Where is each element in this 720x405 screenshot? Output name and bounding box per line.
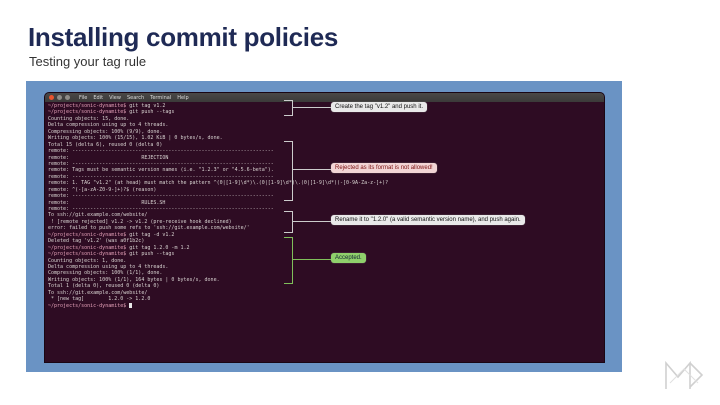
terminal-line: Compressing objects: 100% (9/9), done.: [48, 129, 601, 135]
minimize-icon[interactable]: [57, 95, 62, 100]
terminal-text: Writing objects: 100% (15/15), 1.02 KiB …: [48, 135, 223, 142]
terminal-text: Total 1 (delta 0), reused 0 (delta 0): [48, 283, 160, 290]
terminal-text: Counting objects: 15, done.: [48, 115, 130, 122]
callout-create: Create the tag "v1.2" and push it.: [331, 102, 427, 112]
terminal-text: Compressing objects: 100% (1/1), done.: [48, 270, 163, 277]
terminal-text: Delta compression using up to 4 threads.: [48, 122, 169, 129]
callout-connector: [292, 259, 332, 260]
terminal-line: Writing objects: 100% (1/1), 164 bytes |…: [48, 277, 601, 283]
terminal-text: Delta compression using up to 4 threads.: [48, 263, 169, 270]
terminal-text: Deleted tag 'v1.2' (was a0f1b2c): [48, 238, 145, 245]
terminal-line: remote: --------------------------------…: [48, 193, 601, 199]
terminal-cursor: [129, 302, 133, 308]
callout-bracket: [284, 211, 293, 233]
terminal-line: Delta compression using up to 4 threads.: [48, 264, 601, 270]
callout-connector: [292, 221, 332, 222]
terminal-text: remote: --------------------------------…: [48, 206, 274, 212]
terminal-line: * [new tag] 1.2.0 -> 1.2.0: [48, 296, 601, 302]
terminal-titlebar[interactable]: File Edit View Search Terminal Help: [45, 93, 604, 102]
terminal-line: remote: Tags must be semantic version na…: [48, 167, 601, 173]
callout-rename: Rename it to "1.2.0" (a valid semantic v…: [331, 215, 525, 225]
menu-file[interactable]: File: [79, 94, 88, 101]
terminal-text: remote: 1. TAG "v1.2" (at head) must mat…: [48, 180, 389, 187]
terminal-text: * [new tag] 1.2.0 -> 1.2.0: [48, 296, 151, 303]
terminal-menubar: File Edit View Search Terminal Help: [79, 95, 189, 101]
maximize-icon[interactable]: [65, 95, 70, 100]
terminal-line: ~/projects/sonic-dynamite$: [48, 302, 601, 309]
terminal-line: ~/projects/sonic-dynamite$ git tag v1.2: [48, 103, 601, 109]
terminal-text: To ssh://git.example.com/website/: [48, 212, 148, 219]
terminal-line: remote: RULES.SH: [48, 200, 601, 206]
terminal-text: remote: --------------------------------…: [48, 148, 274, 155]
terminal-output[interactable]: ~/projects/sonic-dynamite$ git tag v1.2~…: [45, 102, 604, 310]
slide-subtitle: Testing your tag rule: [29, 54, 147, 69]
terminal-line: remote: 1. TAG "v1.2" (at head) must mat…: [48, 180, 601, 186]
close-icon[interactable]: [49, 95, 54, 100]
menu-terminal[interactable]: Terminal: [150, 94, 172, 101]
terminal-line: Writing objects: 100% (15/15), 1.02 KiB …: [48, 135, 601, 141]
terminal-line: ~/projects/sonic-dynamite$ git push --ta…: [48, 109, 601, 115]
callout-bracket: [284, 141, 293, 201]
terminal-text: Counting objects: 1, done.: [48, 257, 127, 264]
menu-view[interactable]: View: [109, 94, 121, 101]
terminal-line: To ssh://git.example.com/website/: [48, 212, 601, 218]
terminal-text: remote: --------------------------------…: [48, 160, 274, 167]
terminal-text: git tag 1.2.0 -m 1.2: [126, 244, 190, 251]
terminal-text: remote: RULES.SH: [48, 199, 166, 206]
terminal-text: Compressing objects: 100% (9/9), done.: [48, 128, 163, 135]
shell-prompt: ~/projects/sonic-dynamite$: [48, 251, 127, 258]
terminal-line: ~/projects/sonic-dynamite$ git push --ta…: [48, 251, 601, 257]
terminal-line: remote: --------------------------------…: [48, 206, 601, 212]
shell-prompt: ~/projects/sonic-dynamite$: [48, 231, 127, 238]
terminal-text: error: failed to push some refs to 'ssh:…: [48, 225, 250, 232]
terminal-text: remote: Tags must be semantic version na…: [48, 167, 274, 174]
terminal-line: remote: --------------------------------…: [48, 174, 601, 180]
callout-bracket: [284, 100, 293, 116]
terminal-text: git tag v1.2: [126, 103, 166, 109]
terminal-text: git push --tags: [126, 109, 175, 116]
terminal-line: remote: ^(-[a-zA-Z0-9-]+)?$ (reason): [48, 187, 601, 193]
terminal-text: git tag -d v1.2: [126, 231, 175, 238]
terminal-line: Counting objects: 15, done.: [48, 116, 601, 122]
terminal-line: Delta compression using up to 4 threads.: [48, 122, 601, 128]
terminal-line: Total 1 (delta 0), reused 0 (delta 0): [48, 283, 601, 289]
terminal-text: remote: REJECTION: [48, 154, 169, 161]
menu-search[interactable]: Search: [126, 94, 145, 101]
menu-edit[interactable]: Edit: [93, 94, 104, 101]
terminal-line: error: failed to push some refs to 'ssh:…: [48, 225, 601, 231]
terminal-line: Counting objects: 1, done.: [48, 258, 601, 264]
callout-bracket: [284, 237, 293, 284]
terminal-line: To ssh://git.example.com/website/: [48, 290, 601, 296]
callout-accepted: Accepted.: [331, 253, 366, 263]
terminal-text: remote: --------------------------------…: [48, 173, 274, 180]
terminal-line: remote: REJECTION: [48, 155, 601, 161]
terminal-line: remote: --------------------------------…: [48, 148, 601, 154]
slide-title: Installing commit policies: [28, 22, 339, 52]
terminal-line: ~/projects/sonic-dynamite$ git tag -d v1…: [48, 232, 601, 238]
terminal-line: ~/projects/sonic-dynamite$ git tag 1.2.0…: [48, 245, 601, 251]
menu-help[interactable]: Help: [177, 94, 189, 101]
terminal-line: remote: --------------------------------…: [48, 161, 601, 167]
shell-prompt: ~/projects/sonic-dynamite$: [48, 302, 127, 309]
terminal-window[interactable]: File Edit View Search Terminal Help ~/pr…: [45, 93, 604, 362]
brand-logo-icon: [665, 360, 704, 389]
terminal-text: git push --tags: [126, 251, 175, 258]
terminal-text: Total 15 (delta 6), reused 0 (delta 0): [48, 141, 163, 148]
callout-connector: [292, 107, 332, 108]
terminal-text: remote: ^(-[a-zA-Z0-9-]+)?$ (reason): [48, 186, 157, 193]
terminal-line: Deleted tag 'v1.2' (was a0f1b2c): [48, 238, 601, 244]
callout-connector: [292, 169, 332, 170]
terminal-text: To ssh://git.example.com/website/: [48, 289, 148, 296]
shell-prompt: ~/projects/sonic-dynamite$: [48, 109, 127, 116]
terminal-text: remote: --------------------------------…: [48, 193, 274, 200]
shell-prompt: ~/projects/sonic-dynamite$: [48, 244, 127, 251]
terminal-text: ! [remote rejected] v1.2 -> v1.2 (pre-re…: [48, 218, 232, 225]
screenshot-frame: File Edit View Search Terminal Help ~/pr…: [26, 81, 622, 372]
callout-rejected: Rejected as its format is not allowed!: [331, 163, 437, 173]
shell-prompt: ~/projects/sonic-dynamite$: [48, 103, 127, 109]
terminal-line: ! [remote rejected] v1.2 -> v1.2 (pre-re…: [48, 219, 601, 225]
terminal-line: Total 15 (delta 6), reused 0 (delta 0): [48, 142, 601, 148]
terminal-text: Writing objects: 100% (1/1), 164 bytes |…: [48, 276, 220, 283]
terminal-line: Compressing objects: 100% (1/1), done.: [48, 270, 601, 276]
